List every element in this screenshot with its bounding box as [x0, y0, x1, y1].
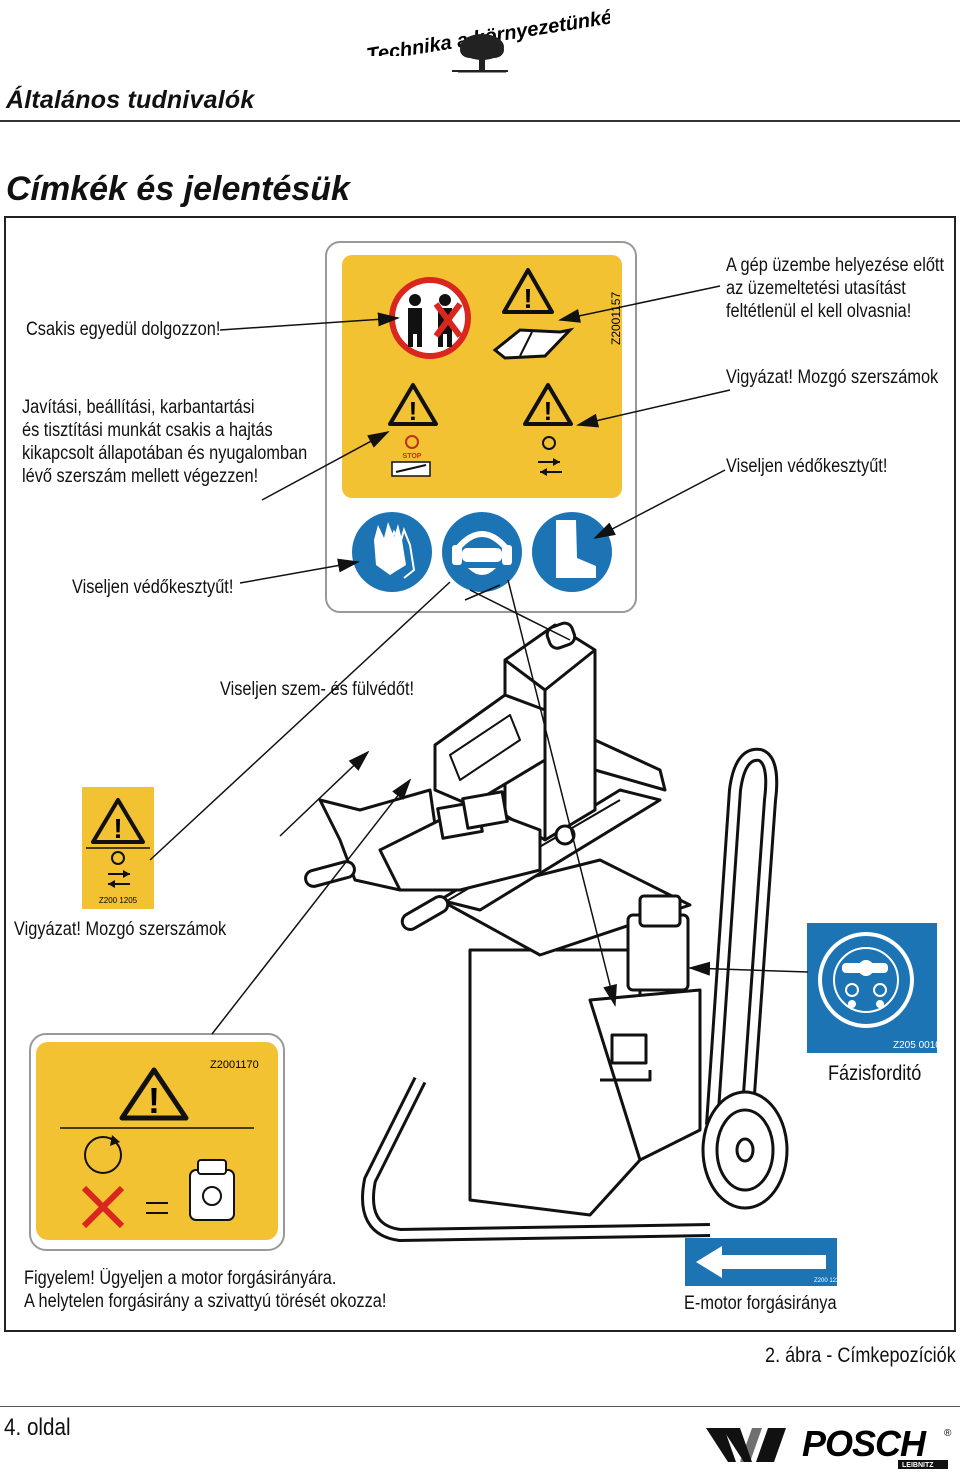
- arrow-sticker-code: Z200 1220: [814, 1278, 843, 1284]
- label-maintenance-1: Javítási, beállítási, karbantartási: [22, 397, 255, 418]
- stop-warning-icon: ! STOP: [388, 383, 438, 477]
- brand-underline: [452, 70, 508, 72]
- figure-frame: [4, 216, 956, 1332]
- boots-icon: [532, 512, 612, 592]
- phase-sticker-code: Z205 0010: [893, 1040, 941, 1051]
- main-sticker-code: Z2001157: [609, 292, 623, 345]
- label-maintenance-4: lévő szerszám mellett végezzen!: [22, 466, 259, 487]
- single-operator-icon: [389, 277, 471, 359]
- footer-divider: [0, 1406, 960, 1407]
- tree-icon: [458, 34, 506, 73]
- svg-text:!: !: [148, 1080, 160, 1121]
- label-gloves-left: Viseljen védőkesztyűt!: [72, 577, 234, 598]
- label-eye-ear: Viseljen szem- és fülvédőt!: [220, 679, 415, 700]
- moving-sticker-code: Z200 1205: [99, 896, 138, 905]
- label-motor-direction: E-motor forgásiránya: [684, 1293, 837, 1314]
- logo-sub: LEIBNITZ: [902, 1462, 934, 1469]
- log-splitter-drawing: [304, 621, 789, 1242]
- label-gloves-right: Viseljen védőkesztyűt!: [726, 456, 888, 477]
- posch-logo: POSCH ® LEIBNITZ: [706, 1423, 952, 1469]
- label-moving-tools-right: Vigyázat! Mozgó szerszámok: [726, 367, 939, 388]
- label-phase-switch: Fázisforditó: [828, 1062, 922, 1085]
- svg-text:!: !: [113, 813, 122, 844]
- section-title: Általános tudnivalók: [6, 86, 255, 114]
- logo-name: POSCH: [802, 1423, 927, 1464]
- svg-text:!: !: [523, 283, 532, 314]
- figure-caption: 2. ábra - Címkepozíciók: [765, 1344, 956, 1367]
- svg-text:!: !: [409, 396, 418, 426]
- label-moving-tools-left: Vigyázat! Mozgó szerszámok: [14, 919, 227, 940]
- leader-lines: [149, 285, 809, 1035]
- page-number: 4. oldal: [4, 1414, 71, 1441]
- rotation-warning-sticker: Z2001170 !: [29, 1033, 285, 1251]
- label-maintenance-2: és tisztítási munkát csakis a hajtás: [22, 420, 273, 441]
- page-title: Címkék és jelentésük: [6, 170, 350, 208]
- logo-mark-icon: [706, 1428, 786, 1462]
- read-manual-icon: !: [492, 268, 575, 360]
- eye-ear-protection-icon: [442, 512, 522, 592]
- label-rotation-2: A helytelen forgásirány a szivattyú töré…: [24, 1291, 387, 1312]
- phase-switch-sticker: Z205 0010: [807, 923, 941, 1053]
- label-rotation-1: Figyelem! Ügyeljen a motor forgásirányár…: [24, 1268, 337, 1289]
- main-warning-sticker: ! Z2001157 ! STOP !: [325, 241, 637, 613]
- stop-text: STOP: [403, 453, 422, 460]
- moving-tools-sticker: ! Z200 1205: [82, 787, 154, 909]
- gloves-icon: [352, 512, 432, 592]
- svg-text:!: !: [544, 396, 553, 426]
- header-divider: [0, 120, 960, 122]
- label-manual-3: feltétlenül el kell olvasnia!: [726, 301, 912, 322]
- label-manual-2: az üzemeltetési utasítást: [726, 278, 906, 299]
- moving-tools-warning-icon: !: [523, 383, 573, 476]
- label-manual-1: A gép üzembe helyezése előtt: [726, 255, 945, 276]
- label-work-alone: Csakis egyedül dolgozzon!: [26, 319, 221, 340]
- logo-registered: ®: [944, 1428, 952, 1439]
- rotation-sticker-code: Z2001170: [210, 1059, 259, 1071]
- label-maintenance-3: kikapcsolt állapotában és nyugalomban: [22, 443, 308, 464]
- motor-direction-sticker: Z200 1220: [685, 1238, 843, 1286]
